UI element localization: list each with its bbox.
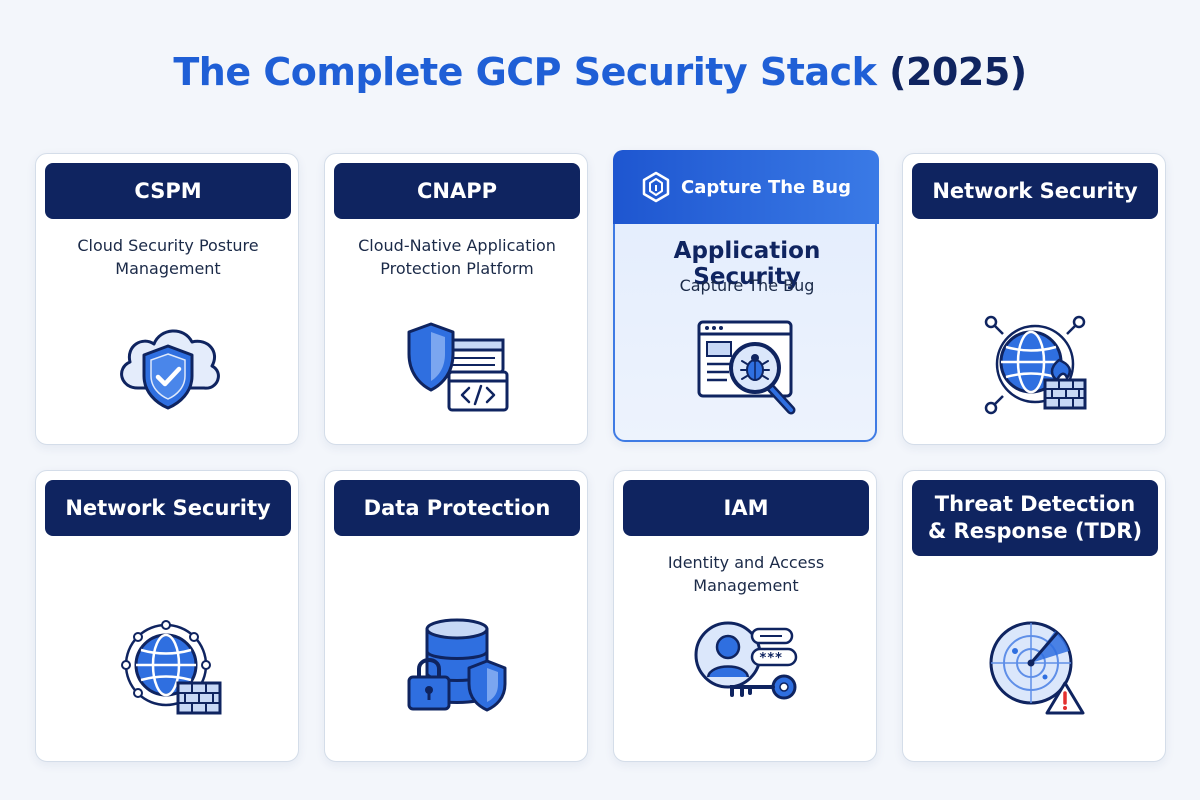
card-header: Data Protection	[334, 480, 580, 536]
capture-the-bug-logo-icon	[642, 171, 670, 203]
card-subtitle-line: Cloud Security Posture	[77, 236, 259, 255]
card-header: Network Security	[45, 480, 291, 536]
card-subtitle: Capture The Bug	[625, 274, 869, 297]
brand-bar: Capture The Bug	[613, 150, 879, 224]
page-title: The Complete GCP Security Stack (2025)	[0, 50, 1200, 94]
svg-text:***: ***	[759, 651, 783, 666]
card-cspm: CSPM Cloud Security Posture Management	[35, 153, 299, 445]
card-tdr: Threat Detection & Response (TDR)	[902, 470, 1166, 762]
card-subtitle-line: Protection Platform	[380, 259, 534, 278]
globe-nodes-firewall-icon	[108, 611, 228, 721]
card-cnapp: CNAPP Cloud-Native Application Protectio…	[324, 153, 588, 445]
card-subtitle-line: Identity and Access	[667, 553, 825, 572]
card-iam: IAM Identity and Access Management ***	[613, 470, 877, 762]
page-title-year: (2025)	[889, 50, 1027, 94]
card-subtitle-line: Capture The Bug	[679, 276, 815, 295]
brand-name: Capture The Bug	[681, 176, 851, 198]
card-subtitle: Identity and Access Management	[624, 551, 868, 597]
card-header: CSPM	[45, 163, 291, 219]
card-header: Application Security	[673, 238, 821, 290]
user-key-password-icon: ***	[686, 611, 806, 721]
card-header: Threat Detection & Response (TDR)	[912, 480, 1158, 556]
card-network-security-2: Network Security	[35, 470, 299, 762]
card-application-security: Capture The Bug Application Security Cap…	[613, 150, 879, 442]
card-network-security: Network Security	[902, 153, 1166, 445]
card-subtitle: Cloud Security Posture Management	[46, 234, 290, 280]
browser-bug-magnifier-icon	[687, 312, 807, 422]
card-subtitle: Cloud-Native Application Protection Plat…	[335, 234, 579, 280]
radar-warning-icon	[975, 611, 1095, 721]
card-header: Network Security	[912, 163, 1158, 219]
card-header-line: & Response (TDR)	[927, 519, 1143, 543]
card-header: CNAPP	[334, 163, 580, 219]
globe-firewall-icon	[975, 310, 1095, 420]
card-header-line: Threat Detection	[934, 492, 1136, 516]
card-subtitle-line: Cloud-Native Application	[358, 236, 556, 255]
database-lock-shield-icon	[397, 611, 517, 721]
card-subtitle-line: Management	[693, 576, 799, 595]
card-header: IAM	[623, 480, 869, 536]
card-subtitle-line: Management	[115, 259, 221, 278]
page-title-main: The Complete GCP Security Stack	[173, 50, 877, 94]
card-data-protection: Data Protection	[324, 470, 588, 762]
shield-code-window-icon	[397, 310, 517, 420]
cloud-shield-check-icon	[108, 310, 228, 420]
